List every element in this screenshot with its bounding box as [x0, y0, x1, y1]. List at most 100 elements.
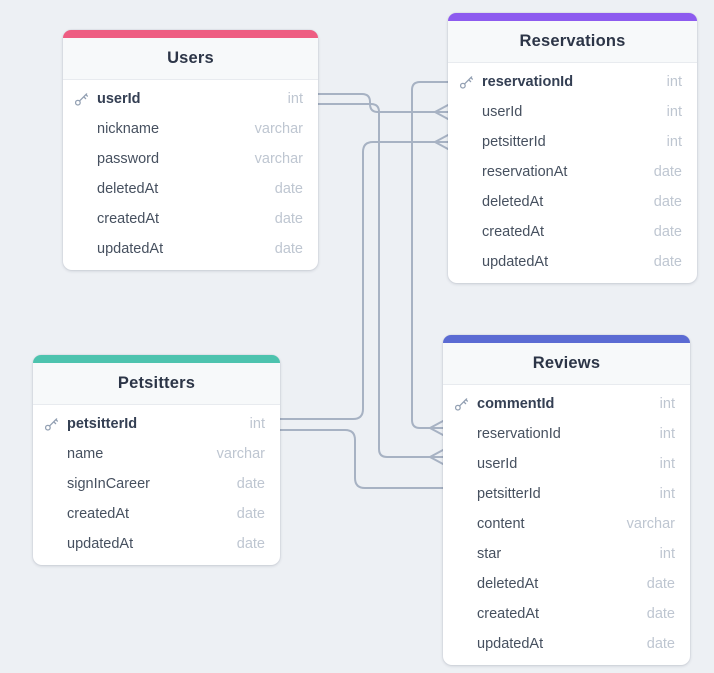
field-row-createdat[interactable]: createdAt date [63, 204, 318, 234]
field-name: createdAt [97, 211, 160, 227]
field-type: int [659, 426, 675, 442]
table-header-petsitters[interactable]: Petsitters [33, 363, 280, 405]
field-name: petsitterId [67, 416, 138, 432]
relationship-line[interactable] [317, 103, 431, 458]
field-name: deletedAt [97, 181, 159, 197]
field-type: int [287, 91, 303, 107]
field-type: date [236, 506, 265, 522]
primary-key-icon [459, 75, 474, 90]
field-name: deletedAt [477, 576, 539, 592]
field-name: petsitterId [477, 486, 541, 502]
field-type: int [666, 74, 682, 90]
field-row-updatedat[interactable]: updatedAt date [448, 247, 697, 277]
relationship-petsitters-petsitterid-to-reviews-petsitterid[interactable] [279, 429, 444, 489]
field-name: updatedAt [97, 241, 164, 257]
relationship-reservations-reservationid-to-reviews-reservationid[interactable] [411, 81, 449, 436]
table-accent-bar [33, 355, 280, 363]
field-row-updatedat[interactable]: updatedAt date [63, 234, 318, 264]
field-type: varchar [254, 121, 303, 137]
field-row-createdat[interactable]: createdAt date [33, 499, 280, 529]
table-header-users[interactable]: Users [63, 38, 318, 80]
primary-key-icon [44, 417, 59, 432]
field-type: varchar [254, 151, 303, 167]
table-accent-bar [443, 335, 690, 343]
table-title: Petsitters [117, 374, 196, 392]
field-row-petsitterid[interactable]: petsitterId int [33, 409, 280, 439]
field-name: star [477, 546, 502, 562]
field-type: int [249, 416, 265, 432]
relationship-line[interactable] [279, 429, 444, 489]
field-name: reservationAt [482, 164, 568, 180]
primary-key-icon [74, 92, 89, 107]
field-type: int [659, 486, 675, 502]
field-name: content [477, 516, 525, 532]
relationship-users-userid-to-reviews-userid[interactable] [317, 103, 444, 465]
field-row-updatedat[interactable]: updatedAt date [443, 629, 690, 659]
crow-foot-marker [434, 104, 449, 120]
field-type: date [653, 164, 682, 180]
field-name: createdAt [67, 506, 130, 522]
table-accent-bar [448, 13, 697, 21]
relationship-users-userid-to-reservations-userid[interactable] [317, 93, 449, 120]
field-row-createdat[interactable]: createdAt date [443, 599, 690, 629]
field-row-nickname[interactable]: nickname varchar [63, 114, 318, 144]
field-name: petsitterId [482, 134, 546, 150]
field-name: name [67, 446, 104, 462]
field-type: date [653, 254, 682, 270]
crow-foot-marker [429, 420, 444, 436]
field-name: updatedAt [477, 636, 544, 652]
field-type: int [666, 104, 682, 120]
field-row-petsitterid[interactable]: petsitterId int [443, 479, 690, 509]
field-name: deletedAt [482, 194, 544, 210]
field-type: date [236, 536, 265, 552]
field-row-updatedat[interactable]: updatedAt date [33, 529, 280, 559]
field-name: createdAt [477, 606, 540, 622]
field-type: date [653, 224, 682, 240]
table-header-reservations[interactable]: Reservations [448, 21, 697, 63]
field-type: date [646, 606, 675, 622]
field-name: commentId [477, 396, 555, 412]
table-header-reviews[interactable]: Reviews [443, 343, 690, 385]
primary-key-icon [454, 397, 469, 412]
field-type: varchar [626, 516, 675, 532]
field-row-content[interactable]: content varchar [443, 509, 690, 539]
field-type: date [274, 241, 303, 257]
relationship-petsitters-petsitterid-to-reservations-petsitterid[interactable] [279, 134, 449, 420]
field-row-reservationat[interactable]: reservationAt date [448, 157, 697, 187]
table-title: Reviews [532, 354, 601, 372]
field-name: updatedAt [482, 254, 549, 270]
relationship-line[interactable] [279, 141, 436, 420]
field-type: date [646, 636, 675, 652]
field-type: date [274, 211, 303, 227]
table-title: Users [167, 49, 214, 67]
relationship-line[interactable] [411, 81, 449, 429]
field-name: nickname [97, 121, 160, 137]
field-name: signInCareer [67, 476, 151, 492]
table-title: Reservations [519, 32, 626, 50]
field-name: updatedAt [67, 536, 134, 552]
